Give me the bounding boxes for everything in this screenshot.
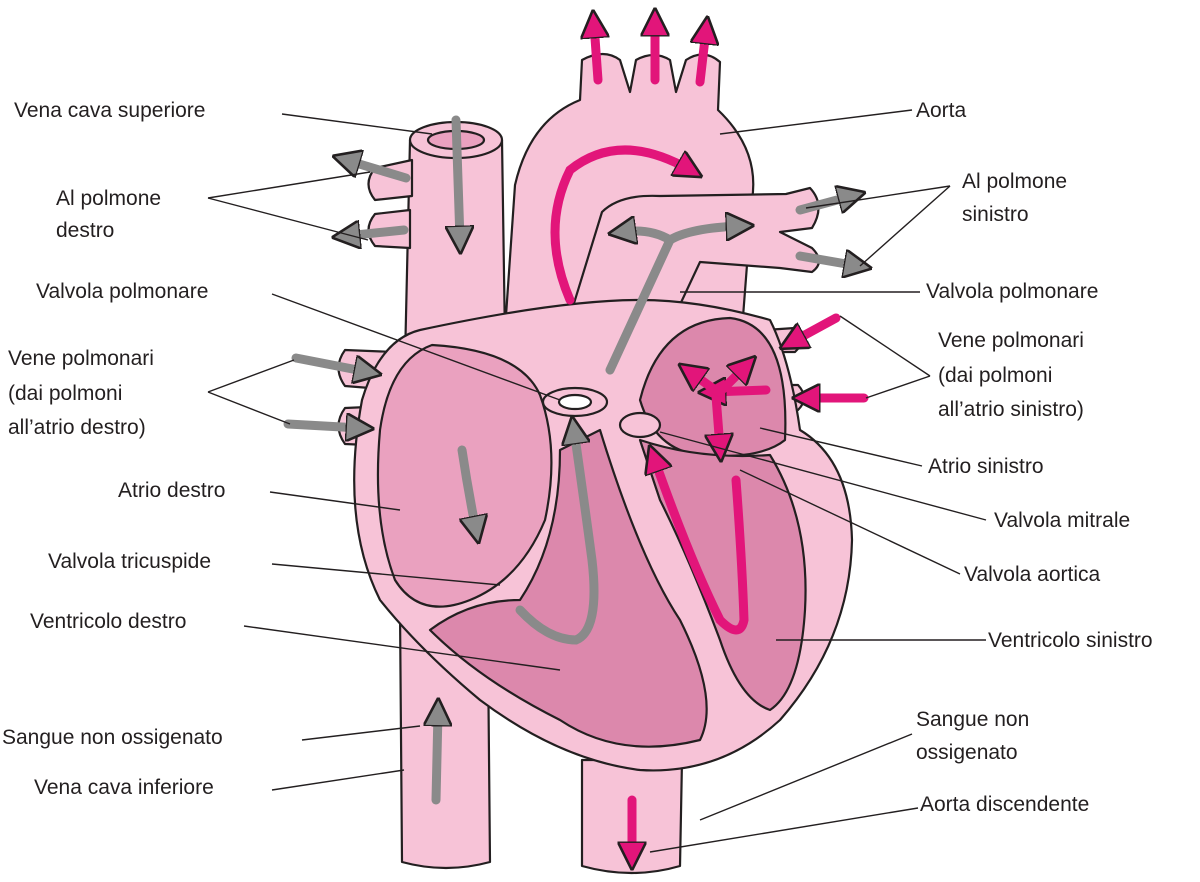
label-al-polmone-sinistro-line2: sinistro <box>962 203 1029 226</box>
label-valvola-aortica: Valvola aortica <box>964 563 1101 586</box>
label-sangue-non-ossigenato-right-line1: Sangue non <box>916 708 1030 731</box>
label-vene-polmonari-sinistre-line3: all’atrio sinistro) <box>938 398 1084 421</box>
label-al-polmone-destro-line2: destro <box>56 219 115 242</box>
label-al-polmone-sinistro-line1: Al polmone <box>962 170 1068 193</box>
label-valvola-polmonare-right: Valvola polmonare <box>926 280 1099 303</box>
label-sangue-non-ossigenato-left: Sangue non ossigenato <box>2 726 223 749</box>
label-atrio-sinistro: Atrio sinistro <box>928 455 1044 478</box>
label-vene-polmonari-destre-line3: all’atrio destro) <box>8 416 146 439</box>
label-valvola-mitrale: Valvola mitrale <box>994 509 1131 532</box>
label-sangue-non-ossigenato-right-line2: ossigenato <box>916 741 1018 764</box>
label-vena-cava-inferiore: Vena cava inferiore <box>34 776 214 799</box>
label-vene-polmonari-sinistre-line2: (dai polmoni <box>938 364 1053 387</box>
label-vena-cava-superiore: Vena cava superiore <box>14 99 206 122</box>
label-aorta-discendente: Aorta discendente <box>920 793 1090 816</box>
oxygenated-flow-arrows <box>550 22 869 856</box>
label-vene-polmonari-destre-line2: (dai polmoni <box>8 382 123 405</box>
label-valvola-tricuspide: Valvola tricuspide <box>48 550 212 573</box>
label-ventricolo-sinistro: Ventricolo sinistro <box>988 629 1153 652</box>
aortic-valve <box>618 411 662 439</box>
label-vene-polmonari-sinistre-line1: Vene polmonari <box>938 329 1084 352</box>
label-ventricolo-destro: Ventricolo destro <box>30 610 187 633</box>
label-valvola-polmonare-left: Valvola polmonare <box>36 280 209 303</box>
right-ventricle <box>428 428 708 748</box>
label-atrio-destro: Atrio destro <box>118 479 226 502</box>
label-al-polmone-destro-line1: Al polmone <box>56 187 162 210</box>
label-vene-polmonari-destre-line1: Vene polmonari <box>8 347 154 370</box>
deoxygenated-flow-arrows <box>283 115 858 805</box>
left-ventricle <box>638 438 807 712</box>
leader-lines <box>207 109 987 853</box>
label-aorta: Aorta <box>916 99 967 122</box>
